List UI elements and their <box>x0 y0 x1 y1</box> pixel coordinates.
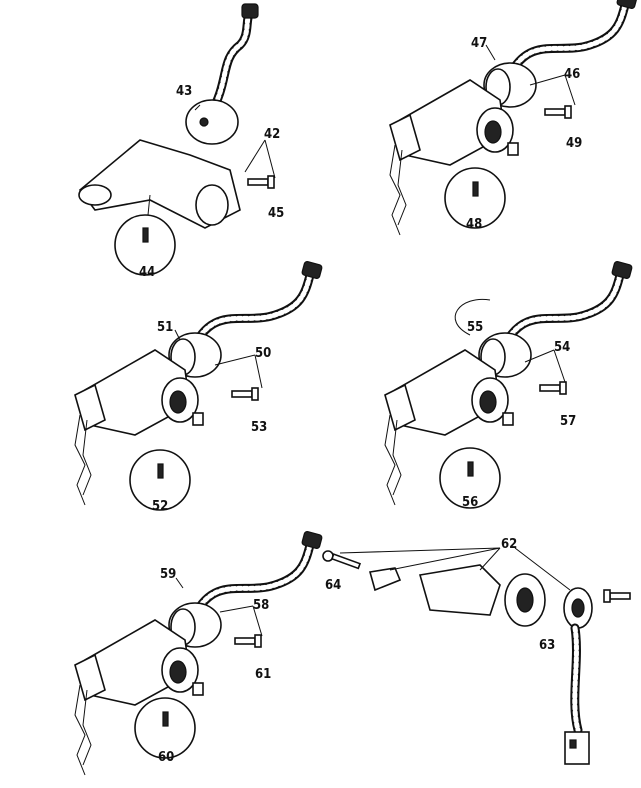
callout-46: 46 <box>564 67 580 82</box>
callout-43: 43 <box>176 84 192 99</box>
callout-59: 59 <box>160 567 176 582</box>
callout-64: 64 <box>325 578 341 593</box>
assembly-62-64: 62 64 63 <box>322 537 631 765</box>
callout-53: 53 <box>251 420 267 435</box>
callout-42: 42 <box>264 127 280 142</box>
assembly-46-49: 47 46 49 48 <box>390 0 638 235</box>
callout-56: 56 <box>462 495 478 510</box>
callout-50: 50 <box>255 346 271 361</box>
callout-47: 47 <box>471 36 487 51</box>
callout-60: 60 <box>158 750 174 765</box>
callout-45: 45 <box>268 206 284 221</box>
callout-48: 48 <box>466 217 482 232</box>
callout-58: 58 <box>253 598 269 613</box>
callout-49: 49 <box>566 136 582 151</box>
callout-57: 57 <box>560 414 576 429</box>
callout-51: 51 <box>157 320 173 335</box>
callout-55: 55 <box>467 320 483 335</box>
assembly-54-57: 55 54 57 56 <box>385 261 633 510</box>
callout-62: 62 <box>501 537 517 552</box>
assembly-50-53: 51 50 53 52 <box>75 261 323 514</box>
assembly-58-61: 59 58 61 60 <box>75 531 323 775</box>
assembly-42-45: 43 42 45 44 <box>78 3 284 280</box>
callout-52: 52 <box>152 499 168 514</box>
callout-63: 63 <box>539 638 555 653</box>
callout-44: 44 <box>139 265 155 280</box>
callout-54: 54 <box>554 340 570 355</box>
callout-61: 61 <box>255 667 271 682</box>
